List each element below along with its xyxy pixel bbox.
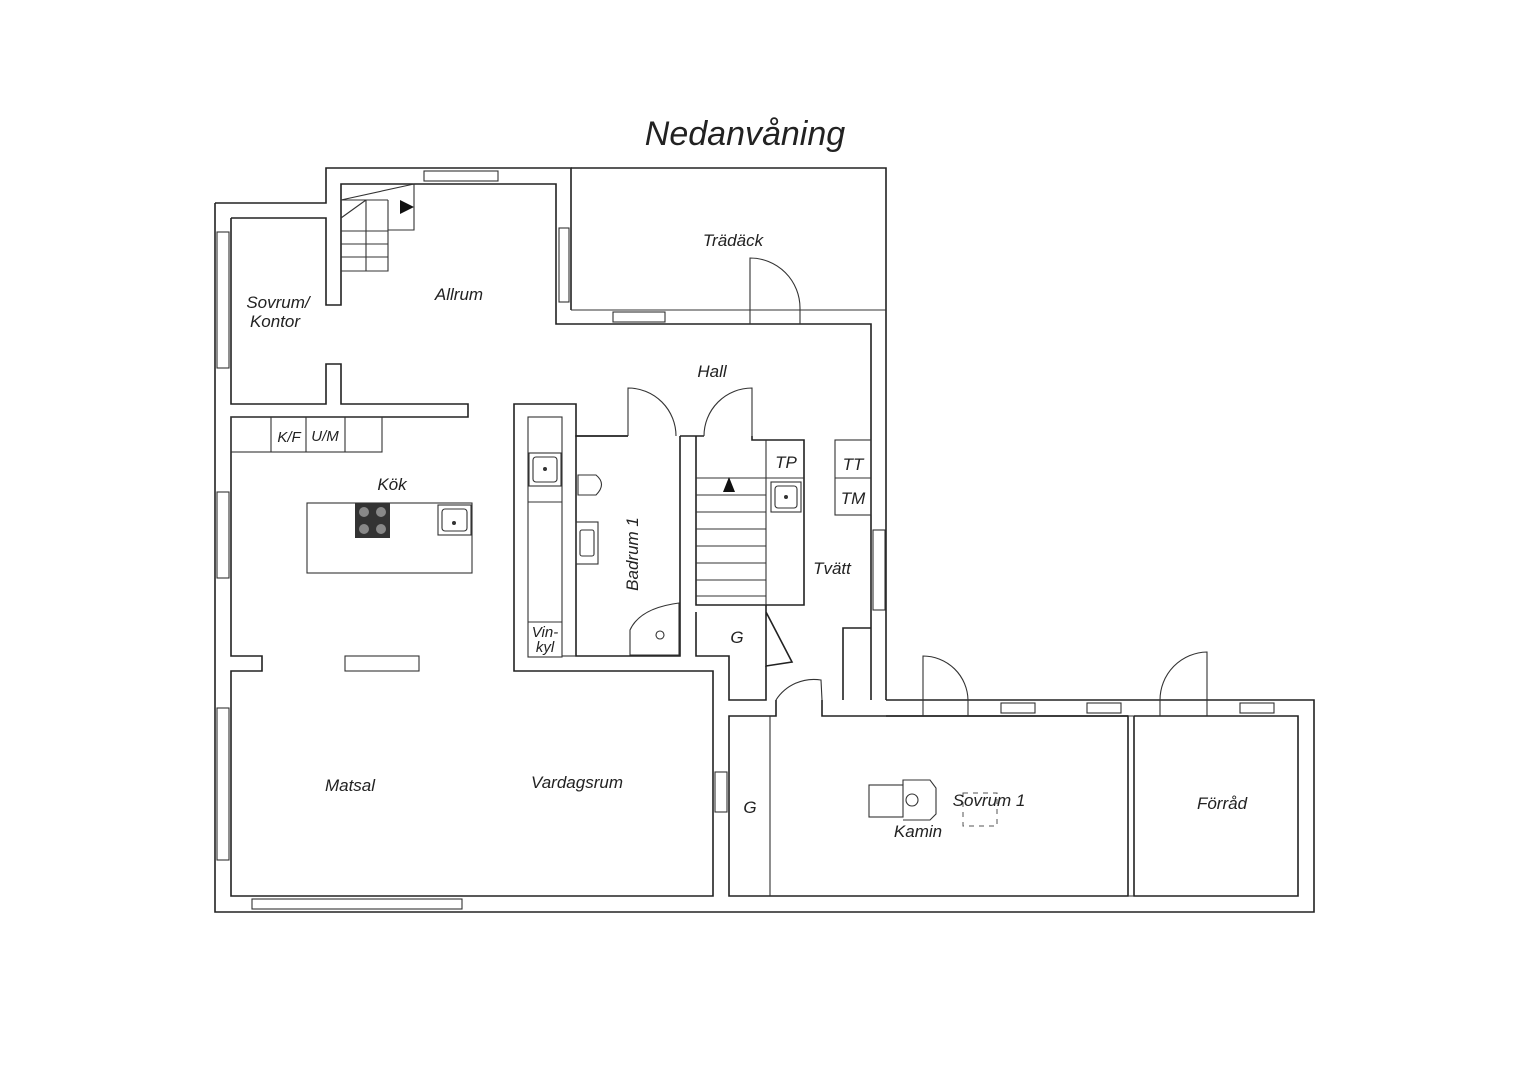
label-g-lower: G (743, 798, 756, 817)
bath-sink-icon (575, 521, 599, 565)
kitchen-sink-icon (437, 504, 472, 536)
label-vardagsrum: Vardagsrum (531, 773, 623, 792)
doors (627, 257, 1208, 716)
label-forrad: Förråd (1197, 794, 1248, 813)
bathroom (562, 435, 681, 657)
label-kok: Kök (377, 475, 408, 494)
dashed-outline (962, 792, 998, 827)
kitchen (230, 416, 563, 672)
label-g-hall: G (730, 628, 743, 647)
upper-staircase (340, 183, 415, 272)
hall-area (680, 435, 1129, 897)
room-labels: Trädäck Allrum Sovrum/ Kontor Hall Kök B… (246, 231, 1247, 841)
stove-icon (355, 503, 390, 538)
laundry-sink-icon (770, 481, 802, 513)
label-badrum: Badrum 1 (623, 517, 642, 591)
label-hall: Hall (697, 362, 728, 381)
label-matsal: Matsal (325, 776, 376, 795)
stair-up-arrow-icon (723, 477, 735, 492)
label-tvatt: Tvätt (813, 559, 852, 578)
label-tt: TT (843, 455, 865, 474)
toilet-icon (577, 474, 603, 496)
label-vinkyl-2: kyl (536, 639, 555, 656)
label-tp: TP (775, 453, 797, 472)
label-tradack: Trädäck (703, 231, 765, 250)
label-sovrum1: Sovrum 1 (953, 791, 1026, 810)
label-vinkyl-1: Vin- (532, 624, 558, 641)
stair-arrow-icon (400, 200, 414, 214)
label-um: U/M (311, 428, 339, 445)
windows (216, 170, 1275, 910)
label-sovrum-kontor-1: Sovrum/ (246, 293, 312, 312)
label-kf: K/F (277, 429, 301, 446)
lower-rooms (868, 715, 1299, 897)
bar-sink-icon (528, 452, 562, 487)
label-sovrum-kontor-2: Kontor (250, 312, 301, 331)
label-tm: TM (841, 489, 866, 508)
plan-title: Nedanvåning (645, 115, 845, 153)
fireplace-icon (868, 779, 937, 821)
outer-walls (214, 167, 1315, 913)
shower-icon (629, 602, 680, 656)
label-allrum: Allrum (434, 285, 483, 304)
label-kamin: Kamin (894, 822, 942, 841)
